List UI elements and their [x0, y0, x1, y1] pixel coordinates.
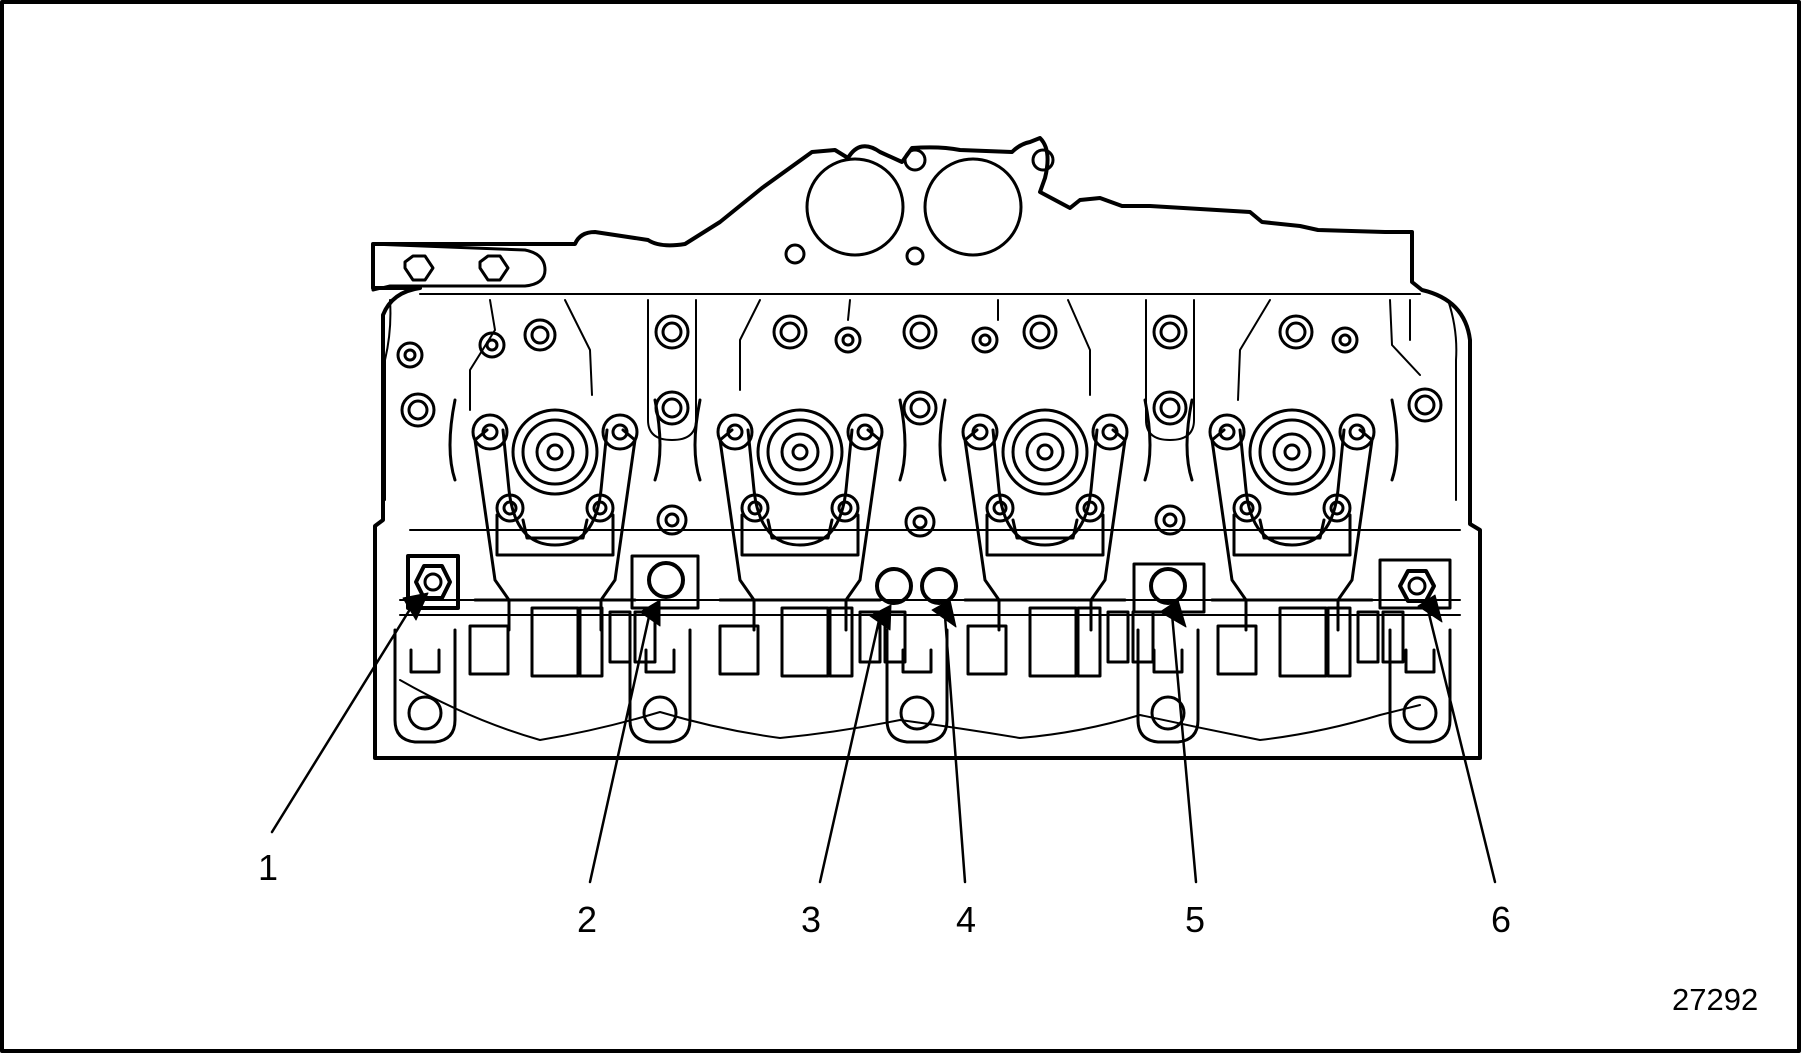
lifter-group-4: [1216, 606, 1405, 678]
fastener-6: [1378, 558, 1452, 610]
pocket-4: [1136, 628, 1200, 744]
fastener-3: [875, 567, 913, 605]
callout-6: 6: [1491, 899, 1511, 940]
injector-2: [756, 408, 844, 496]
injector-3: [1001, 408, 1089, 496]
fastener-5: [1132, 562, 1206, 614]
lower-pockets: [393, 628, 1452, 744]
injector-4: [1248, 408, 1336, 496]
lifter-group-3: [966, 606, 1155, 678]
top-bolt-bar: [371, 242, 547, 292]
fastener-4: [920, 567, 958, 605]
lifter-row: [468, 606, 1405, 678]
callout-2: 2: [577, 899, 597, 940]
rocker-assembly-3: [938, 398, 1152, 632]
pocket-5: [1388, 628, 1452, 744]
rocker-assembly-1: [448, 398, 662, 632]
pocket-1: [393, 628, 457, 744]
figure-reference-number: 27292: [1672, 982, 1758, 1017]
pocket-3: [885, 628, 949, 744]
leader-lines: [270, 592, 1497, 884]
lower-contour: [399, 679, 1421, 741]
injector-1: [511, 408, 599, 496]
callout-1: 1: [258, 847, 278, 888]
rocker-assembly-2: [693, 398, 907, 632]
callout-5: 5: [1185, 899, 1205, 940]
pocket-2: [628, 628, 692, 744]
lifter-group-2: [718, 606, 907, 678]
lifter-group-1: [468, 606, 657, 678]
upper-bolt-holes: [396, 314, 1443, 538]
cylinder-head-outline: [371, 136, 1482, 760]
intake-ports: [784, 148, 1055, 266]
vertical-bosses: [469, 299, 1421, 441]
fastener-2: [630, 554, 700, 610]
rocker-assembly-4: [1185, 398, 1399, 632]
callout-4: 4: [956, 899, 976, 940]
callout-3: 3: [801, 899, 821, 940]
rocker-assemblies: [448, 398, 1399, 632]
